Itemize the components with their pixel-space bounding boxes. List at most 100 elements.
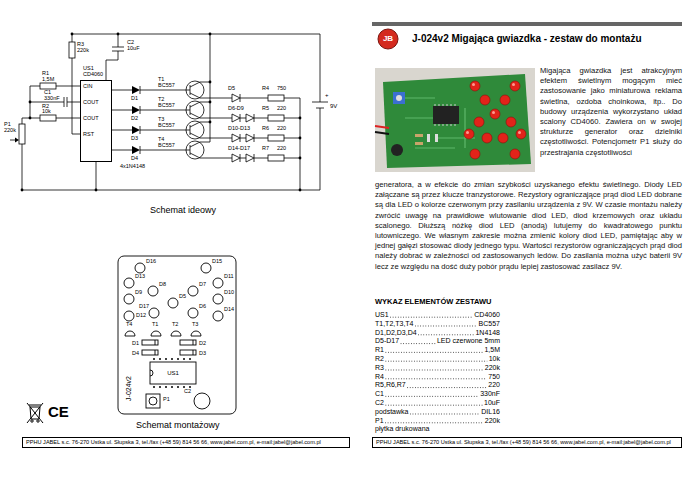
pcb-ref: D6 <box>199 304 206 310</box>
part-value: 1N4148 <box>475 329 500 336</box>
schematic-wires <box>10 34 328 190</box>
pcb-ref: D11 <box>224 274 234 280</box>
schematic-solid <box>299 137 302 140</box>
pcb-outline <box>188 308 198 318</box>
part-value: LED czerwone 5mm <box>437 337 500 344</box>
part-name: płytka drukowana <box>375 425 429 432</box>
product-photo <box>435 134 438 142</box>
part-ref: D14-D17 <box>228 146 250 152</box>
schematic-wires <box>186 81 204 99</box>
product-photo <box>470 81 480 91</box>
part-ref: D6-D9 <box>228 106 244 112</box>
product-photo <box>415 142 423 145</box>
body-text: Migająca gwiazdka jest atrakcyjnym efekt… <box>540 66 682 158</box>
schematic-solid <box>299 117 302 120</box>
pcb-outline <box>155 340 193 355</box>
product-photo <box>393 92 405 104</box>
box-text: PPHU JABEL s.c. 76-270 Ustka ul. Słupska… <box>26 440 346 446</box>
pcb-pads <box>189 358 191 360</box>
part-ref: D5 <box>228 86 235 92</box>
part-value: 10k <box>42 109 51 115</box>
schematic-wires <box>69 42 75 58</box>
part-value: BC557 <box>158 83 175 89</box>
part-ref: D10-D13 <box>228 126 250 132</box>
part-value: 220k <box>77 48 89 54</box>
schematic-wires <box>232 134 254 142</box>
schematic-solid <box>29 101 32 104</box>
pcb-ref: D7 <box>199 282 206 288</box>
pcb-outline <box>213 311 223 321</box>
part-name: P1 <box>375 417 384 424</box>
ce-mark: CE <box>48 404 69 419</box>
part-value: BC557 <box>158 103 175 109</box>
pcb-ref: C2 <box>184 389 191 395</box>
pcb-outline <box>180 340 196 345</box>
schematic-wires <box>210 34 211 142</box>
pcb-outline <box>188 286 198 296</box>
dot-leader <box>390 317 473 318</box>
schematic-solid <box>209 81 212 84</box>
product-photo <box>435 104 455 126</box>
pcb-pads <box>177 358 179 360</box>
product-photo <box>427 134 430 142</box>
pcb-outline <box>194 393 210 409</box>
pcb-outline <box>180 350 196 355</box>
schematic-wires <box>232 94 240 102</box>
part-value: 330nF <box>44 96 60 102</box>
part-ref: D1 <box>131 96 138 102</box>
product-photo <box>490 109 500 119</box>
schematic-solid <box>209 33 212 36</box>
weee-icon <box>27 403 43 423</box>
part-name: R2 <box>375 355 384 362</box>
product-photo <box>516 129 526 139</box>
product-photo <box>375 126 389 134</box>
title-bar <box>378 29 398 49</box>
part-value: DIL16 <box>481 408 500 415</box>
body-text: generatora, a w efekcie do zmian szybkoś… <box>375 180 682 272</box>
product-photo <box>464 81 526 159</box>
schematic-solid <box>209 121 212 124</box>
pcb-pads <box>189 386 191 388</box>
schematic-wires <box>30 118 80 119</box>
part-value: 1,5M <box>484 346 500 353</box>
part-name: podstawka <box>375 408 408 415</box>
title-bar <box>372 22 682 26</box>
part-value: 330nF <box>480 390 500 397</box>
pcb-pads <box>165 386 167 388</box>
pcb-pads <box>159 386 161 388</box>
product-photo <box>466 131 469 134</box>
part-value: 1,5M <box>42 77 54 83</box>
product-photo <box>396 95 402 101</box>
pcb-outline <box>142 340 158 345</box>
schematic-solid <box>299 157 302 160</box>
part-name: US1 <box>375 311 389 318</box>
schematic-wires <box>232 114 254 122</box>
pcb-pads <box>153 358 155 360</box>
figure-caption: Schemat montażowy <box>136 421 220 430</box>
list-heading: WYKAZ ELEMENTÓW ZESTAWU <box>375 298 492 306</box>
product-photo <box>391 144 403 156</box>
pcb-ref: D10 <box>224 290 234 296</box>
product-photo <box>375 68 535 172</box>
part-value: 10uF <box>484 399 500 406</box>
pcb-pads <box>171 358 173 360</box>
pcb-ref: T2 <box>172 322 178 328</box>
schematic-wires <box>225 134 300 142</box>
pcb-ref: D12 <box>136 313 146 319</box>
part-name: C1 <box>375 390 384 397</box>
product-photo <box>510 81 520 91</box>
schematic-solid <box>29 117 32 120</box>
part-name: R3 <box>375 364 384 371</box>
pcb-ref: D15 <box>212 259 222 265</box>
product-photo <box>375 68 535 172</box>
schematic-solid <box>132 86 140 154</box>
pcb-outline <box>149 308 159 318</box>
part-value: 750 <box>488 373 500 380</box>
schematic-solid <box>71 33 74 36</box>
pcb-outline <box>142 350 158 355</box>
schematic-wires <box>19 124 25 144</box>
part-name: D1,D2,D3,D4 <box>375 329 417 336</box>
part-ref: R4 <box>262 86 269 92</box>
part-value: 220 <box>277 106 286 112</box>
